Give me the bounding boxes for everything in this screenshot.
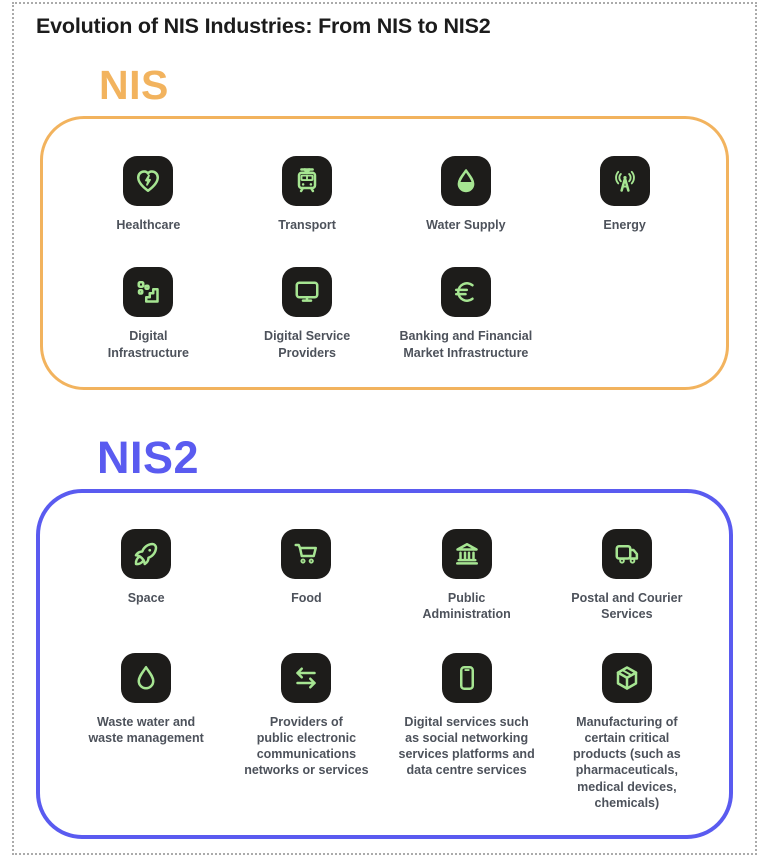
industry-label: Transport <box>278 218 336 232</box>
nis2-row-2: Waste water and waste management Provide… <box>40 652 729 812</box>
euro-icon <box>440 267 491 318</box>
transfer-arrows-icon <box>281 652 332 703</box>
industry-item-postal: Postal and Courier Services <box>547 529 707 623</box>
industry-label: Food <box>291 591 322 605</box>
industry-item-digital-service-providers: Digital Service Providers <box>228 267 387 361</box>
industry-label: Manufacturing of certain critical produc… <box>573 714 681 810</box>
rocket-icon <box>121 529 172 579</box>
industry-item-transport: Transport <box>228 156 387 233</box>
nis2-box: Space Food Public Adminis <box>36 489 733 839</box>
industry-label: Banking and Financial Market Infrastruct… <box>399 329 533 360</box>
industry-label: Providers of public electronic communica… <box>244 714 369 778</box>
industry-item-waste-water: Waste water and waste management <box>66 652 226 812</box>
shopping-cart-icon <box>281 529 332 579</box>
industry-label: Space <box>127 591 165 605</box>
industry-item-digital-services: Digital services such as social networki… <box>387 652 547 812</box>
package-box-icon <box>601 652 652 703</box>
page-title: Evolution of NIS Industries: From NIS to… <box>36 14 491 38</box>
monitor-icon <box>282 267 333 318</box>
industry-item-electronic-communications: Providers of public electronic communica… <box>226 652 386 812</box>
industry-label: Waste water and waste management <box>88 714 204 745</box>
pixel-stairs-icon <box>123 267 174 318</box>
industry-item-healthcare: Healthcare <box>69 156 228 233</box>
nis2-section-label: NIS2 <box>97 432 200 483</box>
water-drop-icon <box>121 652 172 703</box>
nis-row-1: Healthcare Transport <box>43 156 726 233</box>
industry-item-water-supply: Water Supply <box>387 156 546 233</box>
delivery-truck-icon <box>601 529 652 579</box>
tram-icon <box>282 156 333 206</box>
industry-label: Water Supply <box>426 218 506 232</box>
industry-item-space: Space <box>66 529 226 623</box>
broadcast-tower-icon <box>599 156 650 206</box>
outer-dotted-border <box>12 2 757 855</box>
industry-label: Healthcare <box>116 218 181 232</box>
nis2-row-1: Space Food Public Adminis <box>40 529 729 623</box>
industry-item-food: Food <box>226 529 386 623</box>
industry-label: Energy <box>603 218 646 232</box>
water-drop-half-icon <box>440 156 491 206</box>
smartphone-icon <box>441 652 492 703</box>
industry-item-digital-infrastructure: Digital Infrastructure <box>69 267 228 361</box>
industry-item-public-administration: Public Administration <box>387 529 547 623</box>
industry-label: Digital Infrastructure <box>107 329 190 360</box>
industry-label: Public Administration <box>422 591 511 622</box>
nis-box: Healthcare Transport <box>40 116 729 390</box>
industry-label: Digital services such as social networki… <box>398 714 535 778</box>
industry-item-manufacturing: Manufacturing of certain critical produc… <box>547 652 707 812</box>
heart-pulse-icon <box>123 156 174 206</box>
industry-item-energy: Energy <box>545 156 704 233</box>
industry-label: Postal and Courier Services <box>571 591 683 622</box>
bank-building-icon <box>441 529 492 579</box>
industry-label: Digital Service Providers <box>264 329 351 360</box>
industry-item-banking: Banking and Financial Market Infrastruct… <box>387 267 546 361</box>
nis-row-2: Digital Infrastructure Digital Service P… <box>43 267 726 361</box>
nis-section-label: NIS <box>99 62 169 108</box>
